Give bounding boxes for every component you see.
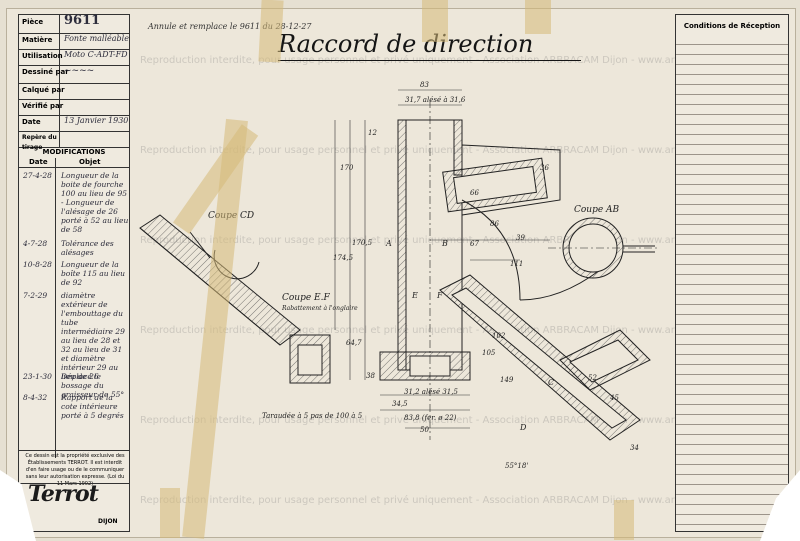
divider — [19, 450, 129, 451]
terrot-logo: Terrot — [28, 481, 99, 507]
modification-entry: 8-4-32 Rapport de la cote intérieure por… — [23, 393, 124, 420]
header-note: Annule et remplace le 9611 du 28-12-27 — [148, 22, 312, 31]
dim-label: 31,7 alésé à 31,6 — [405, 96, 466, 104]
tape-strip — [525, 0, 551, 34]
modifications-title: MODIFICATIONS — [42, 148, 106, 156]
dim-label: 55°18' — [505, 462, 528, 470]
watermark-text: Reproduction interdite, pour usage perso… — [140, 325, 733, 336]
dim-label: 31,2 alésé 31,5 — [404, 388, 458, 396]
dim-label: 52 — [588, 374, 597, 382]
tape-strip — [614, 500, 634, 540]
divider — [19, 483, 129, 484]
matiere-label: Matière — [22, 36, 53, 44]
section-marker: F — [436, 291, 443, 300]
dim-label: 66 — [470, 189, 479, 197]
title-block: Pièce 9611 Matière Fonte malléable Utili… — [18, 14, 130, 532]
lower-branch — [439, 199, 651, 441]
conditions-title: Conditions de Réception — [676, 15, 788, 41]
dim-label: 34 — [630, 444, 639, 452]
watermark-text: Reproduction interdite, pour usage perso… — [140, 495, 733, 506]
watermark-text: Reproduction interdite, pour usage perso… — [140, 235, 733, 246]
page-title: Raccord de direction — [278, 30, 534, 58]
dim-label: 170 — [340, 164, 354, 172]
bottom-note: Taraudée à 5 pas de 100 à 5 — [262, 412, 363, 420]
watermark-text: Reproduction interdite, pour usage perso… — [140, 415, 733, 426]
date-value: 13 Janvier 1930 — [64, 116, 129, 125]
date-label: Date — [22, 118, 41, 126]
dim-label: 105 — [482, 349, 496, 357]
tape-strip — [160, 488, 180, 538]
section-marker: D — [519, 423, 527, 432]
dim-label: 111 — [510, 260, 523, 268]
repere-label: Repère du tirage — [22, 134, 57, 151]
section-marker: E — [411, 291, 418, 300]
dim-label: 149 — [500, 376, 514, 384]
divider — [55, 158, 56, 458]
coupe-ab-label: Coupe AB — [574, 205, 620, 215]
dim-label: 67 — [470, 240, 479, 248]
piece-number: 9611 — [64, 13, 101, 28]
dim-label: 83,8 (fer. ø 22) — [404, 414, 457, 422]
section-ef — [289, 334, 331, 384]
dim-label: 174,5 — [333, 254, 354, 262]
dim-label: 12 — [368, 129, 377, 137]
piece-label: Pièce — [22, 18, 44, 26]
modification-entry: 27-4-28 Longueur de la boite de fourche … — [23, 171, 129, 234]
date-row: Date 13 Janvier 1930 — [19, 115, 129, 132]
modifications-date-header: Date — [29, 158, 48, 166]
utilisation-row: Utilisation Moto C-ADT-FD — [19, 49, 129, 66]
dim-label: 39 — [516, 234, 525, 242]
dim-label: 36 — [540, 164, 549, 172]
dim-label: 34,5 — [392, 400, 408, 408]
dimension-lines — [334, 89, 550, 429]
divider — [19, 167, 129, 168]
calque-row: Calqué par — [19, 83, 129, 100]
dessine-label: Dessiné par — [22, 68, 69, 76]
legal-notice: Ce dessin est la propriété exclusive des… — [25, 453, 125, 487]
piece-row: Pièce 9611 — [19, 13, 129, 34]
rabattement-label: Rabattement à l'onglaire — [281, 305, 358, 312]
modification-entry: 10-8-28 Longueur de la boîte 115 au lieu… — [23, 260, 126, 287]
dim-label: 50 — [420, 426, 429, 434]
dim-label: 64,7 — [346, 339, 362, 347]
modification-entry: 23-1-30 Déplacé le bossage du graisseur … — [23, 372, 125, 399]
utilisation-value: Moto C-ADT-FD — [64, 50, 128, 59]
logo-city: DIJON — [98, 518, 118, 525]
section-marker: C — [548, 378, 554, 387]
matiere-value: Fonte malléable — [64, 34, 129, 43]
modifications-objet-header: Objet — [79, 158, 101, 166]
section-marker: B — [441, 239, 448, 248]
tape-strip — [422, 0, 448, 42]
dessine-signature: ~~~~ — [64, 66, 95, 76]
conditions-panel: Conditions de Réception — [675, 14, 789, 532]
main-tube — [379, 100, 471, 440]
verifie-label: Vérifié par — [22, 102, 64, 110]
dim-label: 83 — [420, 81, 429, 89]
matiere-row: Matière Fonte malléable — [19, 33, 129, 50]
dim-label: 38 — [366, 372, 375, 380]
coupe-ef-label: Coupe E.F — [282, 293, 330, 303]
section-marker: A — [385, 239, 392, 248]
section-ab — [548, 217, 660, 279]
dim-label: 102 — [492, 332, 506, 340]
dim-label: 45 — [609, 394, 619, 402]
upper-branch — [442, 144, 561, 216]
title-underline — [278, 60, 581, 61]
modification-entry: 7-2-29 diamètre extérieur de l'embouttag… — [23, 291, 125, 381]
dessine-row: Dessiné par ~~~~ — [19, 65, 129, 84]
repere-row: Repère du tirage — [19, 131, 129, 151]
modification-entry: 4-7-28 Tolérance des alésages — [23, 239, 114, 257]
calque-label: Calqué par — [22, 86, 65, 94]
tape-strip — [258, 0, 284, 63]
utilisation-label: Utilisation — [22, 52, 63, 60]
watermark-text: Reproduction interdite, pour usage perso… — [140, 145, 733, 156]
dim-label: 86 — [490, 220, 499, 228]
dim-label: 170,5 — [352, 239, 373, 247]
verifie-row: Vérifié par — [19, 99, 129, 116]
